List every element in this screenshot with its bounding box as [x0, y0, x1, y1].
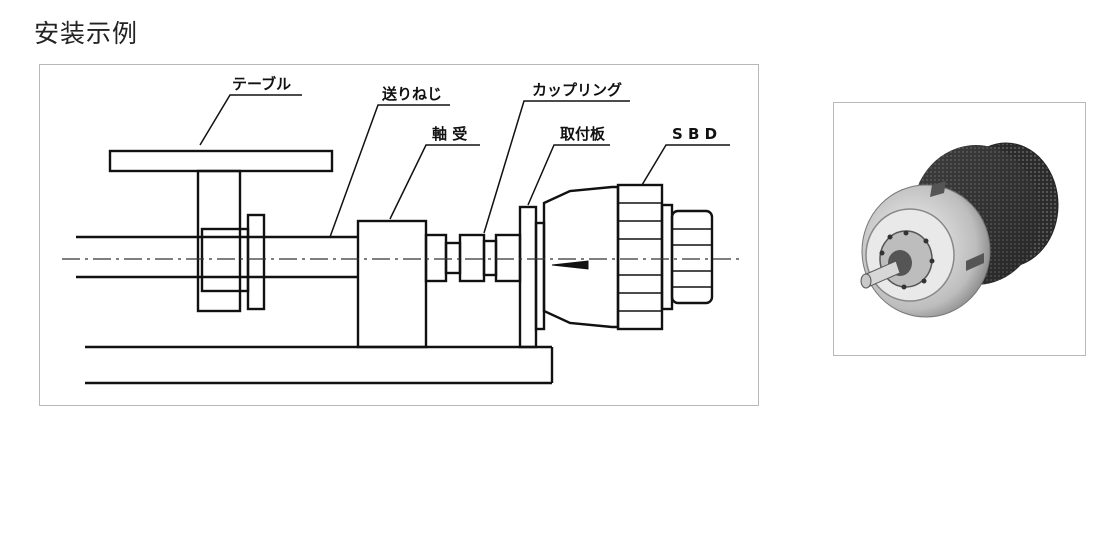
label-feed-screw: 送りねじ — [381, 85, 442, 103]
bearing-housing — [356, 219, 428, 349]
sbd-knurl-lines — [618, 202, 712, 312]
leader-coupling — [483, 100, 630, 234]
page-title: 安装示例 — [34, 19, 139, 48]
table-top — [108, 149, 334, 173]
mounting-plate — [518, 205, 538, 349]
leader-mounting-plate — [527, 144, 610, 206]
product-photo — [833, 102, 1086, 356]
nut-flange — [246, 213, 266, 311]
sbd-pointer-mark — [551, 260, 589, 270]
table-carriage — [196, 169, 242, 313]
sbd-body — [542, 185, 620, 329]
coupling-half-right — [494, 233, 522, 283]
bearing-cap — [424, 233, 448, 283]
leader-sbd — [641, 144, 730, 186]
sbd-step — [660, 203, 674, 311]
leader-table — [199, 94, 302, 146]
sbd-product-illustration — [860, 142, 1059, 318]
label-bearing: 軸 受 — [432, 125, 467, 143]
label-sbd: S B D — [672, 125, 717, 143]
pointer-mark-top — [930, 181, 946, 197]
pointer-mark-side — [966, 253, 984, 271]
label-coupling: カップリング — [532, 81, 622, 99]
sbd-knurled-ring — [616, 183, 664, 331]
installation-diagram-svg: テーブル 送りねじ 軸 受 カップリング 取付板 S B D — [62, 75, 740, 385]
leader-feed-screw — [329, 104, 450, 238]
leader-bearing — [389, 144, 480, 220]
label-table: テーブル — [232, 75, 291, 93]
sbd-knob — [670, 209, 714, 305]
installation-diagram: テーブル 送りねじ 軸 受 カップリング 取付板 S B D — [39, 64, 759, 406]
coupling-center — [482, 239, 498, 277]
coupling-half-left — [458, 233, 486, 283]
shaft-stub — [444, 241, 462, 275]
label-mounting-plate: 取付板 — [560, 125, 606, 143]
